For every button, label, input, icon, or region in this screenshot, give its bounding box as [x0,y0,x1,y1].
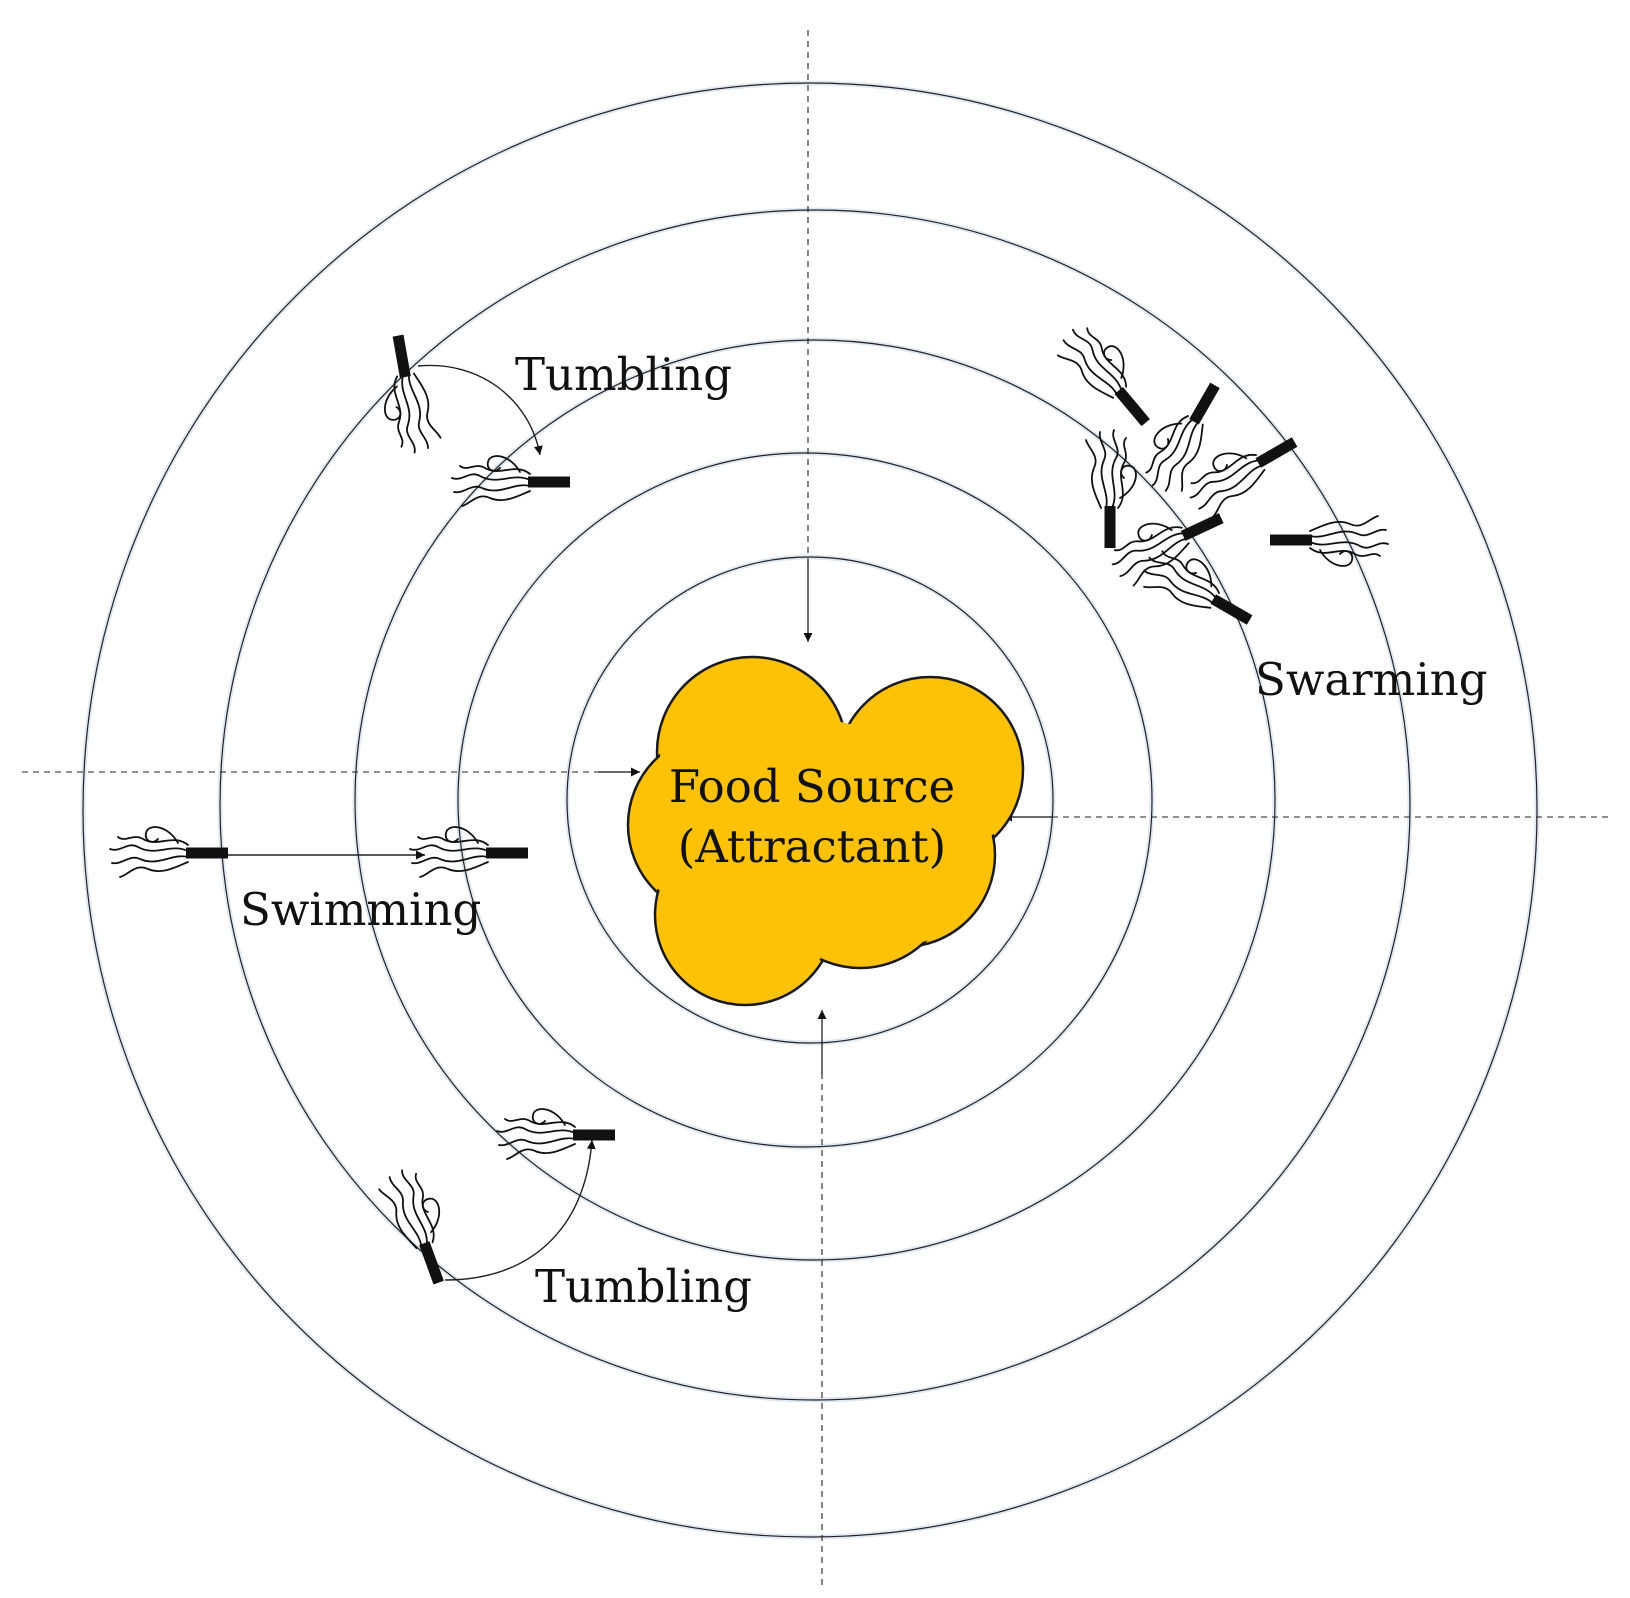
axes [22,30,1608,1585]
tumbling-bottom-label: Tumbling [535,1260,752,1313]
bacterium-icon [110,827,228,877]
ring-4 [219,209,1411,1401]
swarming-label: Swarming [1255,653,1488,706]
bacterium-icon [1051,316,1165,439]
swimming-label: Swimming [240,883,481,936]
ring-inner-1 [566,556,1054,1044]
bacterium-icon [376,1163,463,1291]
bacterium-icon [1179,419,1306,521]
bacterium-icon [1270,516,1388,566]
bacterium-icon [410,827,528,877]
tumbling-bottom-arrow [444,1139,596,1281]
food-source-label-line1: Food Source [669,760,955,813]
food-source-label-line2: (Attractant) [678,820,947,873]
ring-2 [457,452,1153,1148]
bacterium-icon [1103,495,1231,590]
food-source-cloud-icon [626,655,1025,1007]
tumbling-top-label: Tumbling [515,348,732,401]
concentric-rings [80,80,1540,1540]
ring-3 [354,339,1276,1261]
ring-outer-5 [82,82,1538,1538]
bacterium-icon [1135,538,1262,640]
tumbling-top-arrow [417,364,543,456]
